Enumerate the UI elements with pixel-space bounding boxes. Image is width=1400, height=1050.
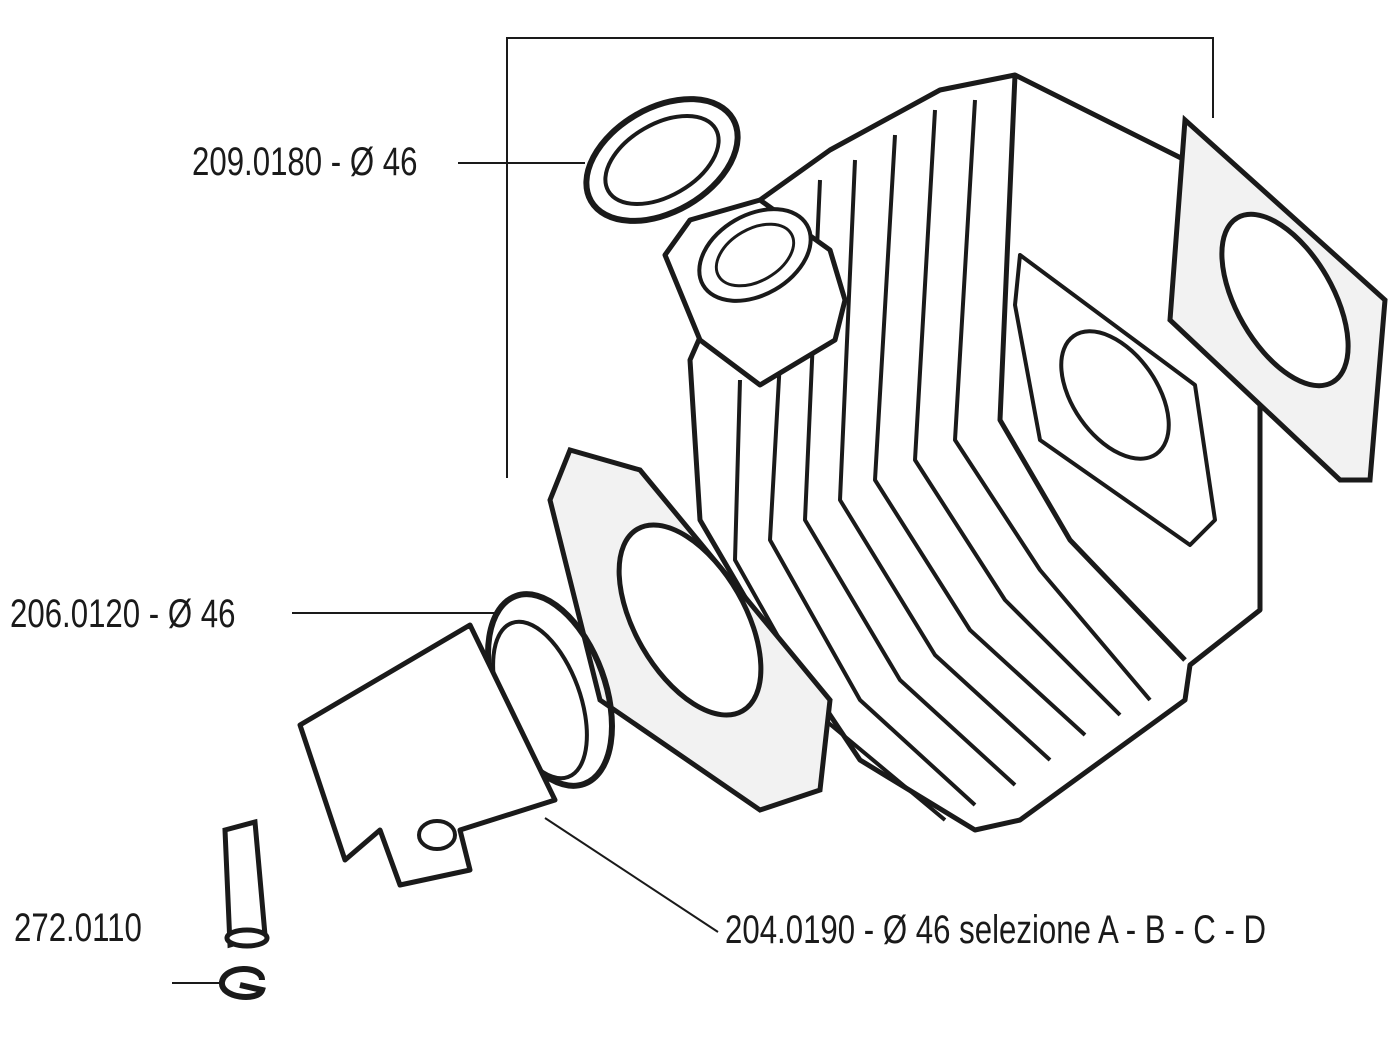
exhaust-gasket [1167,114,1388,483]
leader-bracket [506,37,1214,478]
label-piston-pin: 272.0110 [14,906,142,950]
piston-pin [222,818,270,949]
label-piston: 204.0190 - Ø 46 selezione A - B - C - D [725,908,1267,952]
base-gasket [547,446,833,813]
label-head-gasket: 209.0180 - Ø 46 [192,140,418,184]
leader-piston [544,817,719,933]
head-gasket-ring [583,96,741,224]
cylinder [662,72,1263,833]
circlip [219,966,266,1000]
label-piston-rings: 206.0120 - Ø 46 [10,592,236,636]
piston [297,622,558,888]
